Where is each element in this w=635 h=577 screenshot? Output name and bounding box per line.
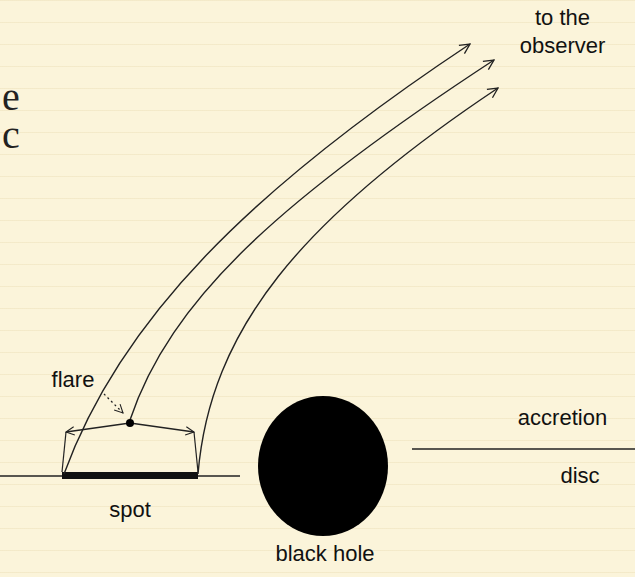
observer-label: to the observer	[500, 4, 625, 59]
spot-label: spot	[95, 496, 165, 524]
flare-ray	[194, 432, 198, 472]
black-hole-label: black hole	[255, 540, 395, 568]
flare-ray	[62, 432, 66, 472]
light-ray	[130, 60, 494, 420]
spot-bar	[62, 472, 198, 479]
flare-ray	[66, 423, 130, 432]
flare-ray	[130, 423, 194, 432]
disc-label: accretion	[500, 404, 625, 432]
flare-label: flare	[38, 366, 108, 394]
flare-point	[126, 419, 134, 427]
light-ray	[198, 88, 498, 474]
slide-fragment: c	[2, 110, 42, 160]
disc-line	[412, 448, 635, 450]
disc-label: disc	[545, 462, 615, 490]
light-ray	[64, 44, 470, 474]
black-hole	[258, 396, 388, 536]
leader-line	[104, 394, 123, 413]
